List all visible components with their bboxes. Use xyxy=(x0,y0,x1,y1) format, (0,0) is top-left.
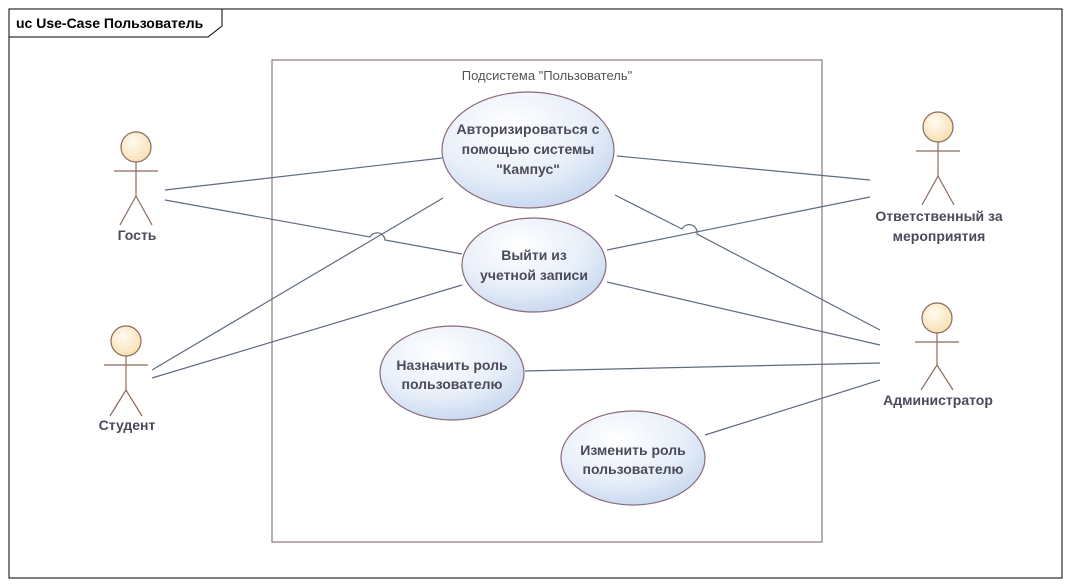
association-responsible-logout xyxy=(606,196,871,251)
usecase-change-role-line2: пользователю xyxy=(582,461,683,477)
stick-figure-icon xyxy=(916,111,960,206)
usecase-authorize[interactable]: Авторизироваться с помощью системы "Камп… xyxy=(441,91,615,209)
usecase-logout-line1: Выйти из xyxy=(501,247,567,263)
actor-guest[interactable]: Гость xyxy=(114,131,158,243)
association-admin-logout xyxy=(606,281,881,346)
frame-title: uc Use-Case Пользователь xyxy=(16,15,204,31)
association-guest-authorize xyxy=(164,157,443,191)
association-admin-authorize xyxy=(614,194,881,331)
association-guest-logout xyxy=(164,199,463,255)
association-admin-change xyxy=(704,379,881,436)
usecase-logout-line2: учетной записи xyxy=(480,267,588,283)
stick-figure-icon xyxy=(104,325,148,417)
associations xyxy=(151,155,881,436)
usecase-logout[interactable]: Выйти из учетной записи xyxy=(461,217,607,313)
stick-figure-icon xyxy=(915,302,959,391)
usecase-authorize-line2: помощью системы xyxy=(462,141,595,157)
actor-guest-label: Гость xyxy=(118,227,157,243)
actor-responsible-label-line1: Ответственный за xyxy=(875,208,1002,224)
stick-figure-icon xyxy=(114,131,158,226)
actor-student-label: Студент xyxy=(99,417,156,433)
system-boundary-label: Подсистема "Пользователь" xyxy=(462,68,633,83)
usecase-change-role-line1: Изменить роль xyxy=(580,442,686,458)
usecase-assign-role[interactable]: Назначить роль пользователю xyxy=(379,325,525,421)
association-student-authorize xyxy=(151,197,444,371)
usecase-assign-role-line2: пользователю xyxy=(401,376,502,392)
usecase-authorize-line1: Авторизироваться с xyxy=(457,121,600,137)
frame-title-tab xyxy=(8,8,223,38)
usecase-authorize-line3: "Кампус" xyxy=(496,161,560,177)
association-responsible-authorize xyxy=(616,155,871,181)
actor-responsible-label-line2: мероприятия xyxy=(893,228,986,244)
actor-student[interactable]: Студент xyxy=(99,325,156,433)
usecase-assign-role-line1: Назначить роль xyxy=(396,357,508,373)
actor-admin[interactable]: Администратор xyxy=(883,302,993,408)
usecase-change-role[interactable]: Изменить роль пользователю xyxy=(560,410,706,506)
association-student-logout xyxy=(151,284,463,379)
actor-responsible[interactable]: Ответственный за мероприятия xyxy=(875,111,1003,244)
actor-admin-label: Администратор xyxy=(883,392,993,408)
association-admin-assign xyxy=(524,362,881,372)
